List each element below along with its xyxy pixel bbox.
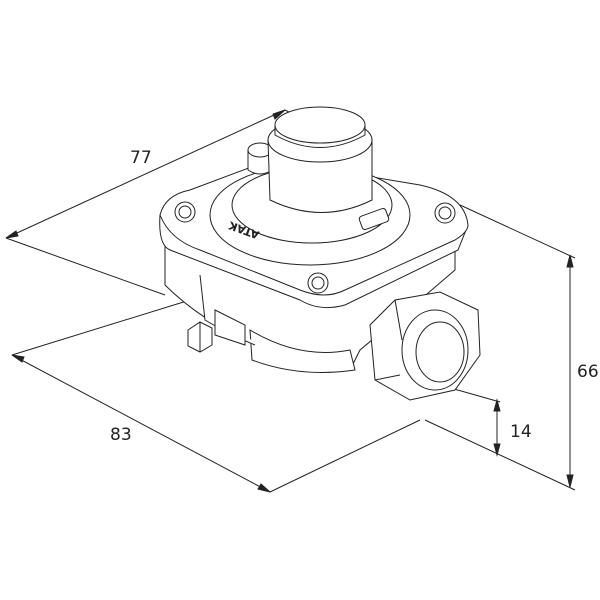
dimension-77 bbox=[5, 109, 301, 296]
side-plug bbox=[187, 309, 246, 353]
dimension-label-14: 14 bbox=[510, 422, 532, 442]
dimension-14 bbox=[439, 384, 501, 457]
dimension-label-83: 83 bbox=[110, 425, 132, 445]
dimension-66 bbox=[424, 204, 576, 491]
vent-knob bbox=[247, 142, 273, 175]
spring-cap bbox=[267, 106, 373, 213]
dimension-83 bbox=[11, 299, 421, 493]
dimension-label-66: 66 bbox=[577, 362, 599, 382]
dimension-label-77: 77 bbox=[130, 148, 152, 168]
outlet-nut bbox=[369, 291, 481, 401]
